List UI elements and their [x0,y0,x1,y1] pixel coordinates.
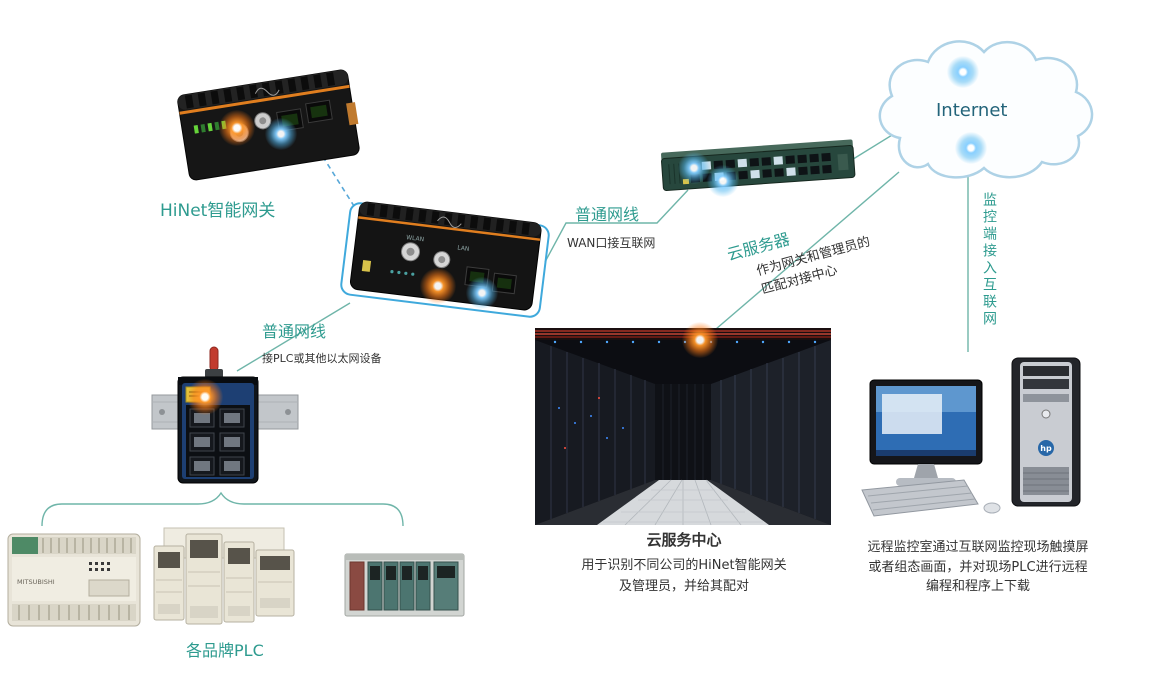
device-label-icon [185,386,211,403]
remote-caption: 远程监控室通过互联网监控现场触摸屏 或者组态画面，并对现场PLC进行远程 编程和… [850,538,1106,597]
orange-stripe [358,216,541,241]
hinet-gateway-main-image: WLAN LAN [338,196,553,321]
plc-brands-label: 各品牌PLC [186,641,264,660]
lan-cable-label: 普通网线 [262,322,327,341]
rj45-ports-icon [189,408,245,476]
remote-caption-line2: 或者组态画面，并对现场PLC进行远程 [868,559,1088,575]
ethernet-switch-image [656,136,861,194]
plc-brand-label: MITSUBISHI [17,578,55,586]
remote-caption-line3: 编程和程序上下载 [925,579,1030,594]
datacenter-photo [535,328,831,526]
wlan-port-label: WLAN [406,234,425,243]
cloud-server-label-group: 云服务器 作为网关和管理员的 匹配对接中心 [724,206,877,304]
lan-port-label: LAN [457,244,470,252]
antenna-icon [209,346,219,372]
cloud-center-desc-line1: 用于识别不同公司的HiNet智能网关 [581,558,787,573]
cloud-center-desc-line2: 及管理员，并给其配对 [618,579,749,594]
orange-stripe [179,84,350,115]
internet-cloud [870,30,1100,185]
plc-compact-image: MITSUBISHI [5,528,145,633]
remote-caption-line1: 远程监控室通过互联网监控现场触摸屏 [867,540,1089,555]
monitoring-pc-image: hp [860,352,1100,527]
industrial-switch-image [150,345,300,490]
wan-cable-label: 普通网线 [575,205,640,224]
plc-modular-image [150,520,300,638]
lan-cable-label-group: 普通网线 接PLC或其他以太网设备 [262,318,381,366]
cloud-center-title: 云服务中心 [646,531,722,549]
mouse-icon [983,502,1001,514]
pc-brand-label: hp [1040,444,1052,453]
wan-cable-sublabel: WAN口接互联网 [567,236,656,250]
cloud-center-caption: 云服务中心 用于识别不同公司的HiNet智能网关 及管理员，并给其配对 [538,529,830,594]
cloud-outline-icon [878,40,1094,179]
lan-cable-sublabel: 接PLC或其他以太网设备 [262,352,382,365]
internet-label: Internet [936,100,1008,121]
wan-cable-label-group: 普通网线 WAN口接互联网 [567,201,655,251]
plc-rack-image [342,528,467,628]
hinet-gateway-label: HiNet智能网关 [160,201,276,221]
monitor-access-vertical-label: 监控端接入互联网 [981,192,997,328]
hinet-gateway-top-image [168,52,368,192]
